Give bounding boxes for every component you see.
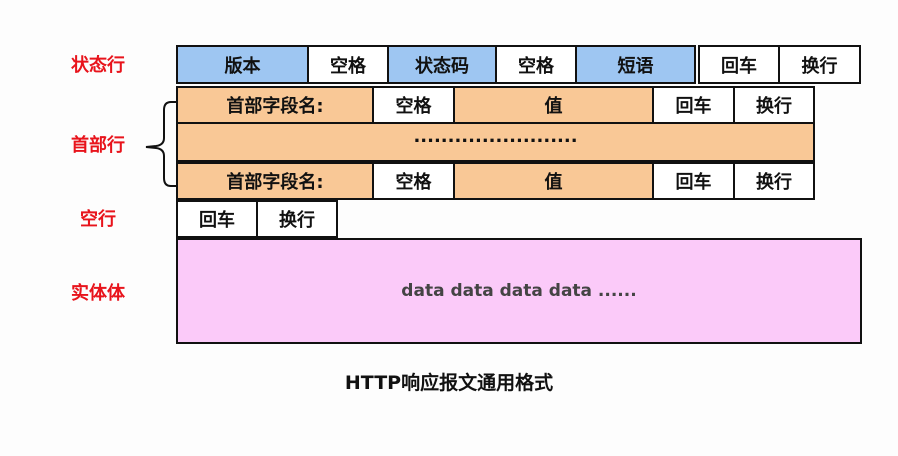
header-ellipsis-row: ........................: [176, 122, 815, 162]
space-cell: 空格: [372, 86, 455, 124]
space-cell: 空格: [372, 162, 455, 200]
entity-body-box: data data data data ......: [176, 238, 862, 344]
carriage-return-cell: 回车: [176, 200, 258, 238]
header-value-cell: 值: [453, 162, 654, 200]
header-field-name-cell: 首部字段名:: [176, 86, 374, 124]
space-cell: 空格: [495, 45, 577, 84]
entity-body-label: 实体体: [71, 283, 125, 304]
diagram-caption: HTTP响应报文通用格式: [344, 372, 554, 394]
line-feed-cell: 换行: [733, 86, 815, 124]
status-line-label: 状态行: [71, 55, 125, 76]
headers-label: 首部行: [71, 135, 125, 156]
space-cell: 空格: [307, 45, 389, 84]
status-code-cell: 状态码: [387, 45, 497, 84]
line-feed-cell: 换行: [733, 162, 815, 200]
phrase-cell: 短语: [575, 45, 696, 84]
blank-line-label: 空行: [80, 209, 116, 230]
version-cell: 版本: [176, 45, 309, 84]
header-value-cell: 值: [453, 86, 654, 124]
header-field-name-cell: 首部字段名:: [176, 162, 374, 200]
carriage-return-cell: 回车: [652, 162, 735, 200]
line-feed-cell: 换行: [778, 45, 861, 84]
line-feed-cell: 换行: [256, 200, 338, 238]
carriage-return-cell: 回车: [698, 45, 780, 84]
carriage-return-cell: 回车: [652, 86, 735, 124]
